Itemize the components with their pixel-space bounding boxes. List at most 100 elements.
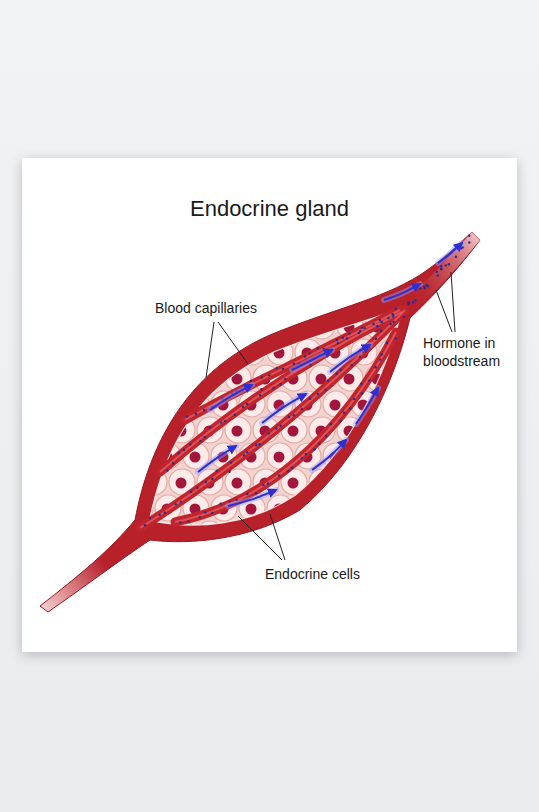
cell-nucleus [344, 426, 355, 437]
cell-body [141, 417, 167, 443]
cell-nucleus [414, 296, 425, 307]
cell-nucleus [288, 322, 299, 333]
cell-body [141, 521, 167, 547]
cell-body [323, 287, 349, 313]
endocrine-cell [141, 521, 167, 547]
endocrine-cell [281, 313, 307, 339]
hormone-dot [313, 448, 315, 450]
hormone-dot [379, 319, 381, 321]
hormone-dot [435, 271, 437, 273]
flow-arrow [262, 394, 306, 423]
flow-arrow [198, 446, 236, 472]
hormone-dot [372, 323, 374, 325]
cell-nucleus [400, 426, 411, 437]
hormone-dot [361, 392, 363, 394]
cell-nucleus [372, 426, 383, 437]
cell-body [421, 521, 447, 547]
hormone-dot [389, 323, 391, 325]
hormone-dot [172, 462, 174, 464]
cell-nucleus [134, 348, 145, 359]
hormone-dot [323, 348, 325, 350]
cell-nucleus [246, 504, 257, 515]
hormone-dot [234, 414, 236, 416]
cell-nucleus [414, 452, 425, 463]
endocrine-cell [127, 443, 153, 469]
cell-nucleus [316, 530, 327, 541]
cell-body [379, 495, 405, 521]
hormone-dot [219, 503, 221, 505]
hormone-dot [246, 493, 248, 495]
hormone-dot [216, 469, 218, 471]
hormone-dot [387, 317, 389, 319]
hormone-dot [368, 379, 370, 381]
endocrine-cell [351, 495, 377, 521]
hormone-dot [267, 432, 269, 434]
endocrine-cell [155, 391, 181, 417]
endocrine-cell [295, 287, 321, 313]
part-label: Endocrine cells [265, 565, 360, 583]
hormone-dot [278, 474, 280, 476]
cell-nucleus [344, 530, 355, 541]
cell-body [295, 287, 321, 313]
hormone-dot [317, 393, 319, 395]
hormone-dot [414, 299, 416, 301]
cell-body [253, 313, 279, 339]
endocrine-cell [351, 443, 377, 469]
cell-nucleus [176, 374, 187, 385]
cell-body [225, 313, 251, 339]
hormone-dot [375, 338, 377, 340]
hormone-dot [339, 420, 341, 422]
endocrine-cell [253, 521, 279, 547]
flow-glow [438, 243, 462, 263]
endocrine-cell [197, 521, 223, 547]
hormone-dot [349, 407, 351, 409]
hormone-dot [395, 307, 397, 309]
hormone-dot [220, 421, 222, 423]
cell-nucleus [162, 348, 173, 359]
hormone-dot [259, 443, 261, 445]
endocrine-cell [393, 469, 419, 495]
hormone-dot [301, 408, 303, 410]
flow-glow [210, 385, 252, 410]
cell-nucleus [190, 452, 201, 463]
endocrine-cell [379, 495, 405, 521]
cell-body [267, 287, 293, 313]
cell-nucleus [246, 348, 257, 359]
hormone-dot [166, 469, 168, 471]
cell-nucleus [148, 322, 159, 333]
cell-nucleus [288, 478, 299, 489]
cell-body [169, 469, 195, 495]
blood-capillaries [140, 310, 405, 528]
cell-nucleus [232, 374, 243, 385]
cell-nucleus [288, 530, 299, 541]
cell-body [127, 287, 153, 313]
cell-nucleus [386, 400, 397, 411]
hormone-dot [204, 436, 206, 438]
capillary [140, 310, 405, 528]
cell-nucleus [414, 504, 425, 515]
cell-body [309, 521, 335, 547]
hormone-dot [293, 414, 295, 416]
cell-nucleus [330, 400, 341, 411]
cell-body [337, 521, 363, 547]
endocrine-cell [169, 313, 195, 339]
hormone-dot [224, 420, 226, 422]
hormone-dot [330, 423, 332, 425]
flow-glow [312, 440, 346, 470]
endocrine-cell [365, 469, 391, 495]
hormone-dot [262, 484, 264, 486]
hormone-dot [189, 443, 191, 445]
cell-body [379, 443, 405, 469]
hormone-dot [427, 285, 429, 287]
hormone-dot [196, 487, 198, 489]
hormone-dot [380, 353, 382, 355]
hormone-dot [309, 397, 311, 399]
cell-body [407, 495, 433, 521]
hormone-dot [325, 435, 327, 437]
endocrine-cell [239, 339, 265, 365]
hormone-dot [211, 512, 213, 514]
hormone-dot [175, 503, 177, 505]
endocrine-cell [309, 469, 335, 495]
flow-arrow [292, 350, 332, 370]
flow-arrow [312, 440, 346, 470]
